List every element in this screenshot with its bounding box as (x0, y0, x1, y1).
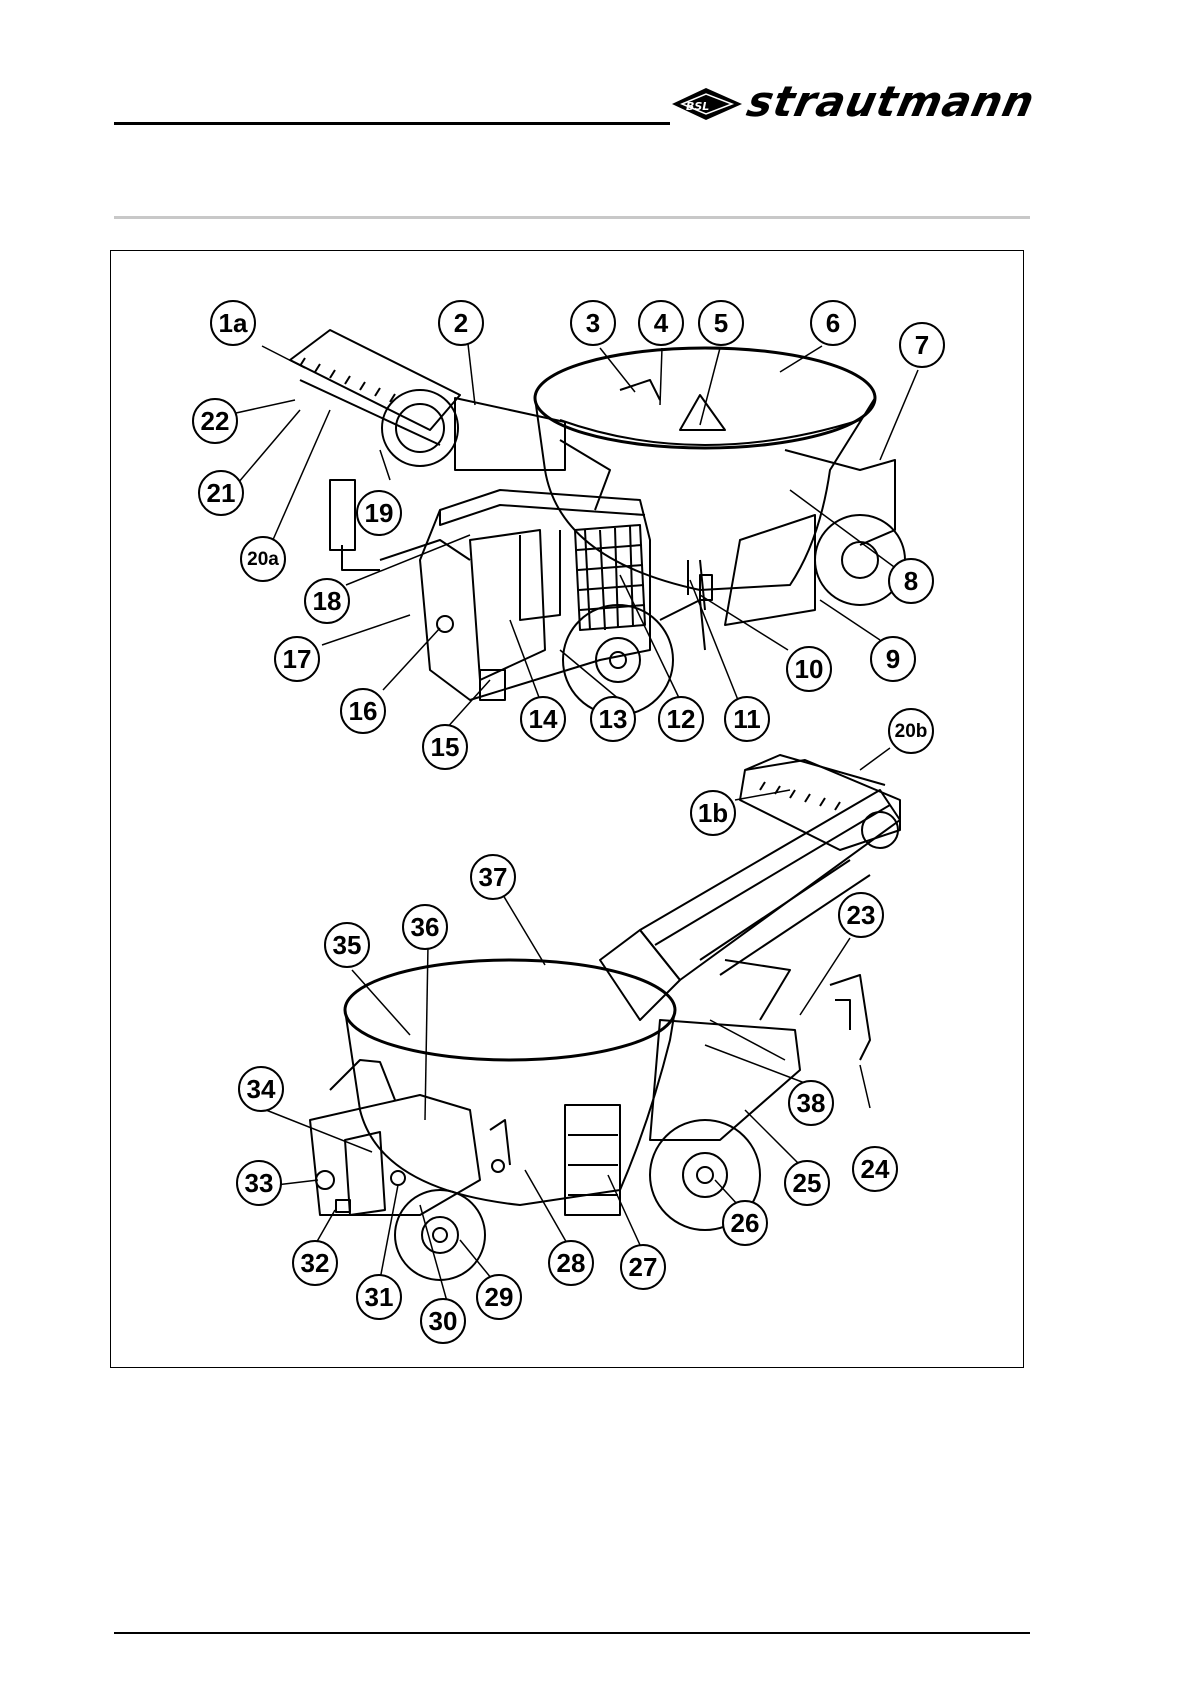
callout-10: 10 (786, 646, 832, 692)
callout-5: 5 (698, 300, 744, 346)
callout-20a: 20a (240, 536, 286, 582)
callout-37: 37 (470, 854, 516, 900)
callout-30: 30 (420, 1298, 466, 1344)
callout-6: 6 (810, 300, 856, 346)
callout-23: 23 (838, 892, 884, 938)
callout-9: 9 (870, 636, 916, 682)
callout-21: 21 (198, 470, 244, 516)
callout-19: 19 (356, 490, 402, 536)
callout-35: 35 (324, 922, 370, 968)
callout-29: 29 (476, 1274, 522, 1320)
callout-12: 12 (658, 696, 704, 742)
callout-16: 16 (340, 688, 386, 734)
callout-34: 34 (238, 1066, 284, 1112)
callout-15: 15 (422, 724, 468, 770)
callout-36: 36 (402, 904, 448, 950)
callout-26: 26 (722, 1200, 768, 1246)
callout-24: 24 (852, 1146, 898, 1192)
callout-32: 32 (292, 1240, 338, 1286)
callout-17: 17 (274, 636, 320, 682)
callout-8: 8 (888, 558, 934, 604)
callout-1a: 1a (210, 300, 256, 346)
callout-33: 33 (236, 1160, 282, 1206)
lower-machine-view (266, 748, 900, 1305)
callout-13: 13 (590, 696, 636, 742)
callout-11: 11 (724, 696, 770, 742)
callout-14: 14 (520, 696, 566, 742)
footer-rule (114, 1632, 1030, 1634)
callout-3: 3 (570, 300, 616, 346)
callout-27: 27 (620, 1244, 666, 1290)
callout-28: 28 (548, 1240, 594, 1286)
callout-2: 2 (438, 300, 484, 346)
callout-20b: 20b (888, 708, 934, 754)
callout-7: 7 (899, 322, 945, 368)
callout-25: 25 (784, 1160, 830, 1206)
callout-1b: 1b (690, 790, 736, 836)
callout-22: 22 (192, 398, 238, 444)
callout-4: 4 (638, 300, 684, 346)
callout-38: 38 (788, 1080, 834, 1126)
callout-18: 18 (304, 578, 350, 624)
callout-31: 31 (356, 1274, 402, 1320)
